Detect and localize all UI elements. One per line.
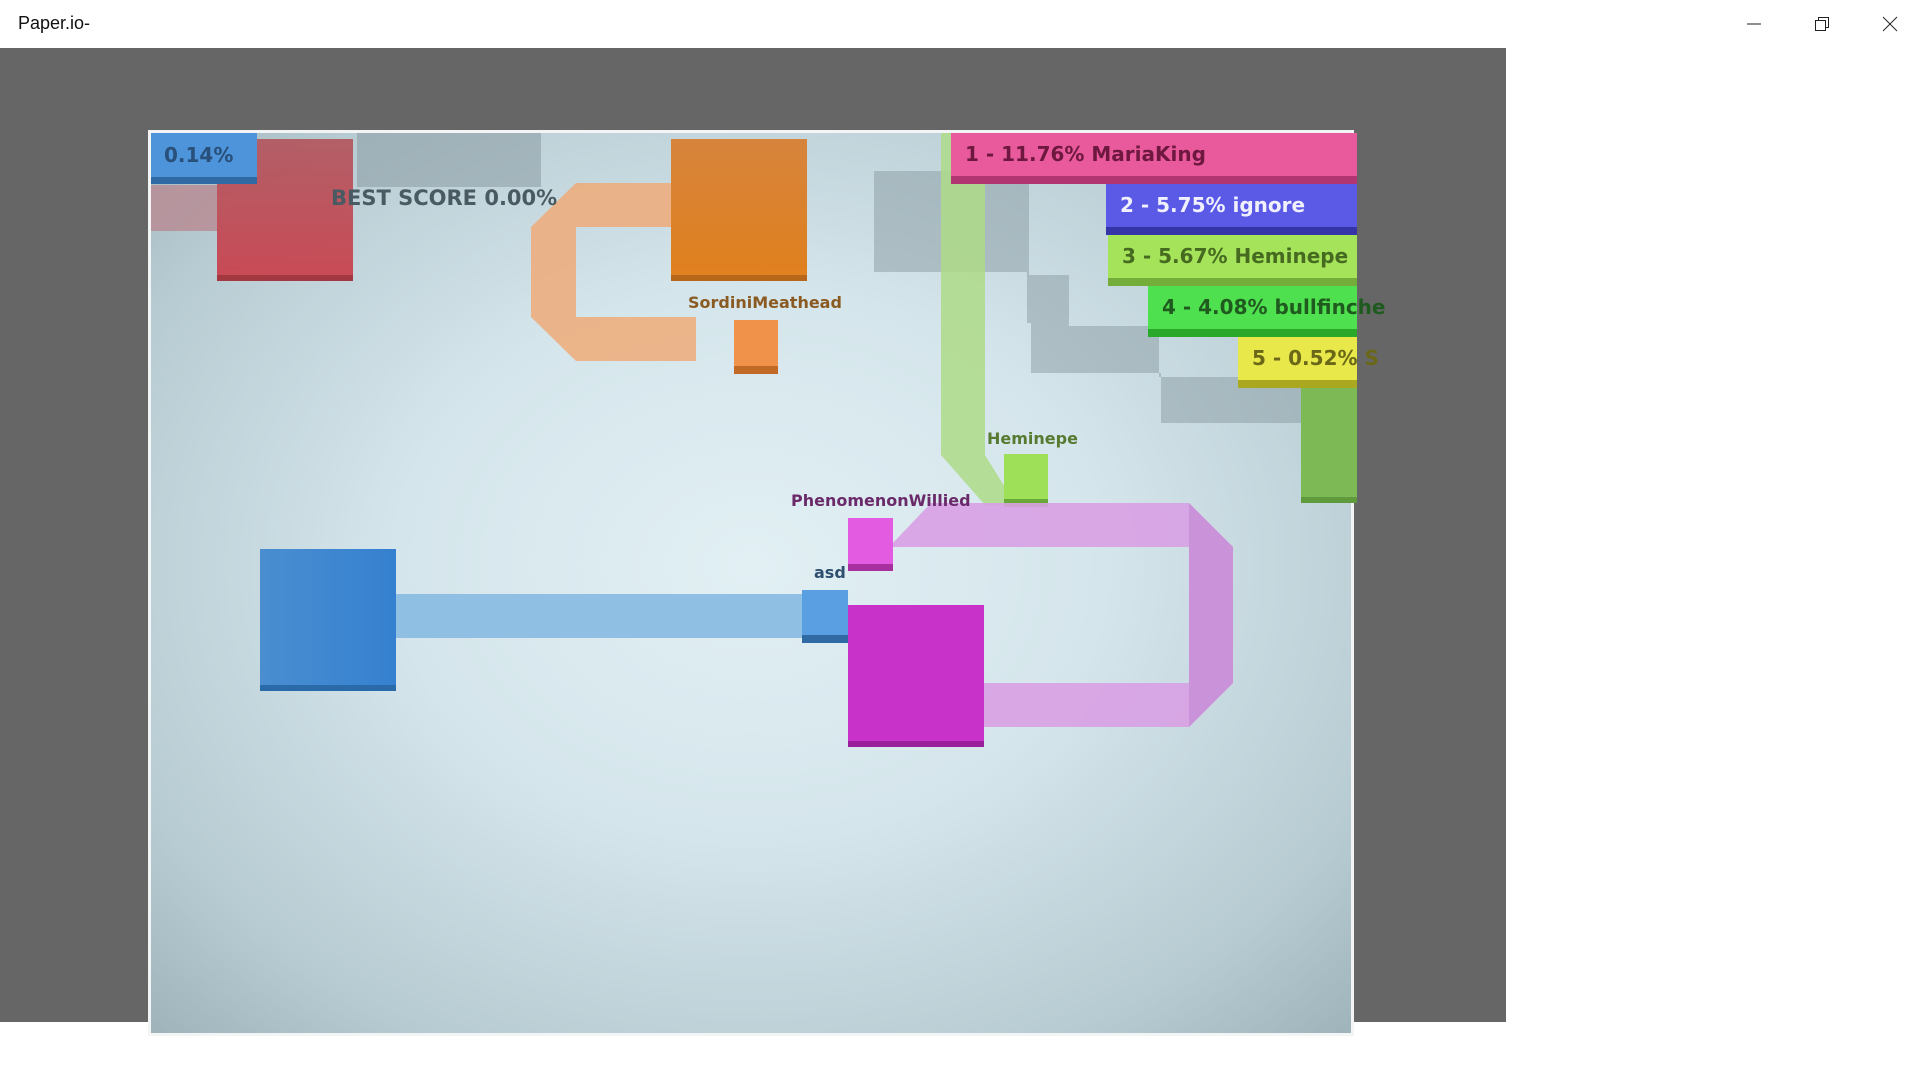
leaderboard-entry-4: 4 - 4.08% bullfinche (1148, 286, 1385, 337)
restore-icon (1814, 16, 1830, 32)
player-name-sordini: SordiniMeathead (688, 293, 842, 312)
leaderboard-entry-5: 5 - 0.52% S (1238, 337, 1379, 388)
app-title: Paper.io- (18, 13, 91, 33)
close-button[interactable] (1856, 0, 1924, 48)
self-player-head (802, 590, 848, 643)
magenta-territory (848, 605, 984, 747)
best-score: BEST SCORE 0.00% (331, 186, 558, 210)
minimize-button[interactable] (1720, 0, 1788, 48)
green-trail (941, 133, 1016, 505)
green-territory (1301, 385, 1357, 503)
leaderboard-entry-2: 2 - 5.75% ignore (1106, 184, 1357, 235)
orange-territory (671, 139, 807, 281)
green-player-head (1004, 454, 1048, 507)
title-bar: Paper.io- (0, 0, 1920, 48)
magenta-player-head (848, 518, 893, 571)
leaderboard-entry-3: 3 - 5.67% Heminepe (1108, 235, 1357, 286)
close-icon (1882, 16, 1898, 32)
orange-player-head (734, 320, 778, 374)
player-name-phenomenon: PhenomenonWillied (791, 491, 971, 510)
restore-button[interactable] (1788, 0, 1856, 48)
magenta-trail (891, 503, 1233, 727)
grey-territory (357, 133, 1351, 423)
leaderboard-entry-1: 1 - 11.76% MariaKing (951, 133, 1357, 184)
blue-territory (260, 549, 396, 691)
score-badge: 0.14% (151, 133, 257, 184)
blue-trail (396, 594, 803, 638)
orange-trail (531, 183, 696, 361)
minimize-icon (1746, 16, 1762, 32)
game-board[interactable]: SordiniMeathead Heminepe PhenomenonWilli… (148, 130, 1385, 1036)
player-name-self: asd (814, 563, 846, 582)
player-name-heminepe: Heminepe (987, 429, 1078, 448)
game-frame: SordiniMeathead Heminepe PhenomenonWilli… (0, 48, 1506, 1036)
red-trail (151, 185, 217, 231)
